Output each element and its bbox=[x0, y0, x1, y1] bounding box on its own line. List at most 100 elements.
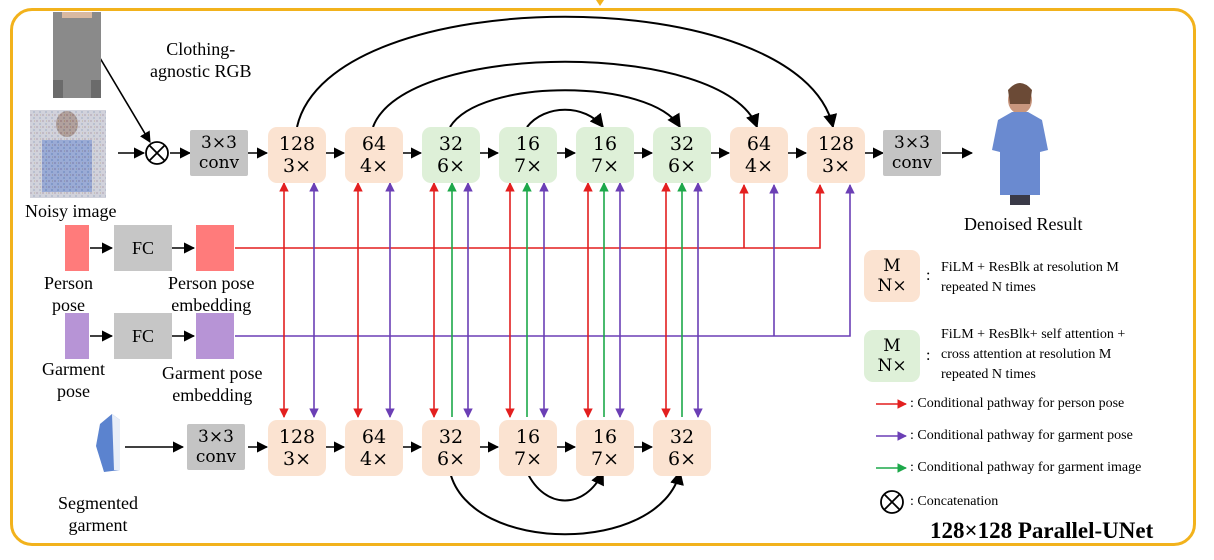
block-rep: 7× bbox=[590, 448, 619, 470]
block-res: 128 bbox=[278, 426, 316, 448]
block-res: 128 bbox=[278, 133, 316, 155]
block-rep: 6× bbox=[667, 448, 696, 470]
top-row-arrows bbox=[99, 57, 974, 159]
bottom-skip-arc-16 bbox=[526, 470, 604, 502]
legend-film-colon: : bbox=[926, 267, 931, 284]
garment-pose-label: Garment pose bbox=[42, 359, 105, 401]
person-pose-embedding-label: Person pose embedding bbox=[168, 273, 255, 315]
block-rep: 4× bbox=[359, 155, 388, 177]
person-pose-swatch bbox=[65, 225, 89, 271]
frame-top-arrow bbox=[596, 0, 604, 6]
denoised-result-label: Denoised Result bbox=[964, 214, 1083, 234]
block-rep: 4× bbox=[359, 448, 388, 470]
vertical-pathways bbox=[279, 182, 703, 418]
garment-pose-pathway bbox=[235, 184, 855, 337]
skip-arc-16 bbox=[526, 108, 604, 129]
block-res: 64 bbox=[361, 133, 387, 155]
legend-block-m: M bbox=[883, 256, 901, 276]
top-skip-arcs bbox=[296, 15, 838, 129]
bottom-input-conv: 3×3 conv bbox=[187, 424, 245, 470]
legend-arrows bbox=[876, 399, 907, 473]
block-res: 32 bbox=[438, 133, 464, 155]
legend-block-n: N× bbox=[877, 276, 907, 296]
diagram-title: 128×128 Parallel-UNet bbox=[930, 518, 1154, 543]
garment-pose-fc: FC bbox=[114, 313, 172, 359]
segmented-garment-label: Segmented garment bbox=[58, 493, 138, 535]
block-rep: 7× bbox=[590, 155, 619, 177]
legend-film-text: FiLM + ResBlk at resolution M repeated N… bbox=[941, 260, 1119, 295]
block-res: 16 bbox=[515, 133, 541, 155]
legend-red-pathway: : Conditional pathway for person pose bbox=[910, 396, 1125, 411]
legend-concat: : Concatenation bbox=[910, 494, 999, 509]
block-rep: 6× bbox=[667, 155, 696, 177]
person-pose-embedding-swatch bbox=[196, 225, 234, 271]
top-input-conv: 3×3 conv bbox=[190, 130, 248, 176]
block-rep: 7× bbox=[513, 155, 542, 177]
conv-size: 3×3 bbox=[198, 427, 234, 447]
legend-attn-colon: : bbox=[926, 347, 931, 364]
block-rep: 6× bbox=[436, 448, 465, 470]
block-res: 32 bbox=[669, 133, 695, 155]
bottom-skip-arcs bbox=[449, 470, 684, 536]
garment-pose-swatch bbox=[65, 313, 89, 359]
legend-green-pathway: : Conditional pathway for garment image bbox=[910, 460, 1142, 475]
block-res: 64 bbox=[746, 133, 772, 155]
legend-purple-pathway: : Conditional pathway for garment pose bbox=[910, 428, 1133, 443]
person-pose-fc: FC bbox=[114, 225, 172, 271]
concat-symbols bbox=[145, 141, 904, 514]
block-rep: 3× bbox=[821, 155, 850, 177]
block-res: 16 bbox=[515, 426, 541, 448]
legend-attn-text: FiLM + ResBlk+ self attention + cross at… bbox=[941, 327, 1126, 382]
top-output-conv: 3×3 conv bbox=[883, 130, 941, 176]
block-res: 128 bbox=[817, 133, 855, 155]
denoised-result-image bbox=[992, 83, 1048, 205]
conv-label: conv bbox=[198, 153, 240, 173]
skip-arc-128 bbox=[296, 15, 838, 129]
legend-block-m: M bbox=[883, 336, 901, 356]
conv-label: conv bbox=[195, 447, 237, 467]
block-rep: 6× bbox=[436, 155, 465, 177]
legend-block-n: N× bbox=[877, 356, 907, 376]
clothing-agnostic-label: Clothing- agnostic RGB bbox=[150, 38, 252, 82]
block-res: 32 bbox=[669, 426, 695, 448]
block-rep: 7× bbox=[513, 448, 542, 470]
block-rep: 3× bbox=[282, 448, 311, 470]
block-res: 16 bbox=[592, 133, 618, 155]
noisy-image bbox=[30, 110, 106, 198]
garment-pose-embedding-label: Garment pose embedding bbox=[162, 363, 263, 405]
clothing-agnostic-text: Clothing- agnostic RGB bbox=[150, 39, 252, 81]
skip-arc-64 bbox=[372, 60, 760, 129]
block-res: 64 bbox=[361, 426, 387, 448]
block-res: 32 bbox=[438, 426, 464, 448]
fc-label: FC bbox=[131, 237, 155, 258]
block-res: 16 bbox=[592, 426, 618, 448]
skip-arc-32 bbox=[449, 89, 681, 129]
pose-fc-arrows bbox=[90, 242, 196, 342]
person-pose-label: Person pose bbox=[44, 273, 93, 315]
block-rep: 4× bbox=[744, 155, 773, 177]
bottom-skip-arc-32 bbox=[449, 470, 684, 536]
parallel-unet-frame bbox=[10, 8, 1196, 546]
conv-label: conv bbox=[891, 153, 933, 173]
conv-size: 3×3 bbox=[894, 133, 930, 153]
fc-label: FC bbox=[131, 325, 155, 346]
garment-pose-embedding-swatch bbox=[196, 313, 234, 359]
conv-size: 3×3 bbox=[201, 133, 237, 153]
block-rep: 3× bbox=[282, 155, 311, 177]
